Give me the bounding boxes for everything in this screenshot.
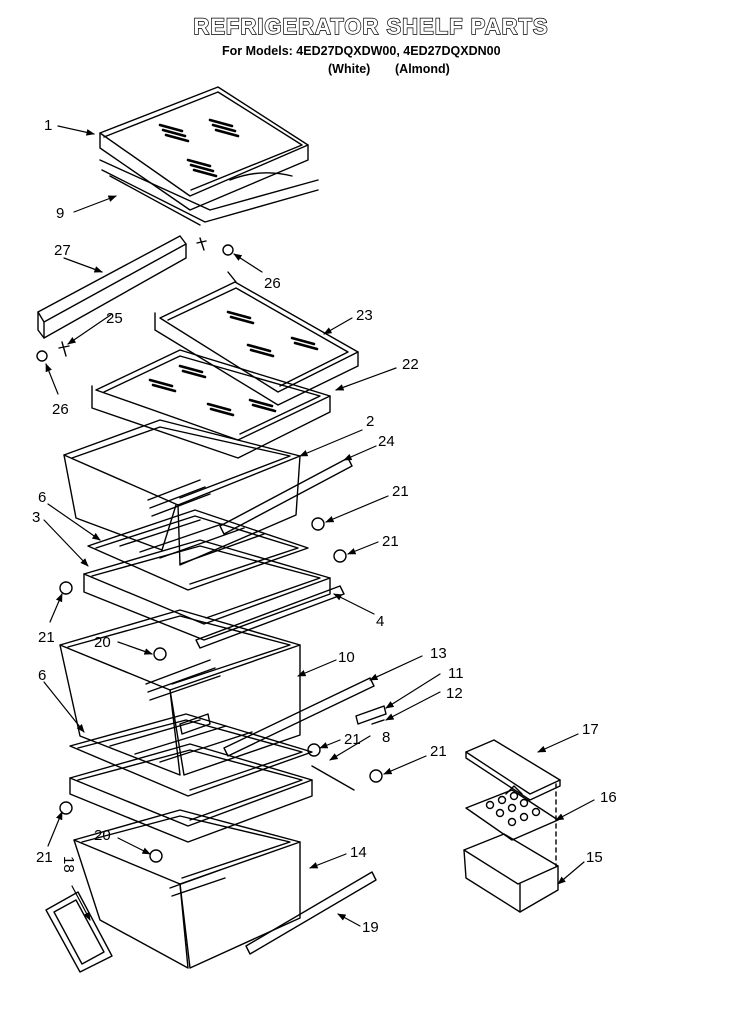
callout-8: 8 xyxy=(382,729,391,746)
callout-21-f: 21 xyxy=(36,849,53,866)
callout-2: 2 xyxy=(366,413,375,430)
leader-lines xyxy=(43,125,595,927)
callout-9: 9 xyxy=(56,205,65,222)
part-3-cover-frame xyxy=(83,539,331,641)
callout-6-lower: 6 xyxy=(38,667,47,684)
variant-white-label: (White) xyxy=(328,62,371,76)
part-6-lower-crisper-cover xyxy=(69,713,313,797)
callout-21-d: 21 xyxy=(344,731,361,748)
part-1-top-glass-shelf xyxy=(99,86,309,211)
part-4-cover-rail xyxy=(195,585,345,649)
part-14-bottom-drawer xyxy=(73,809,301,969)
part-22-glass-shelf xyxy=(91,349,331,459)
part-24-drawer-rail xyxy=(219,457,353,535)
callout-22: 22 xyxy=(402,356,419,373)
callout-25: 25 xyxy=(106,310,123,327)
part-8-lower-cover-frame xyxy=(69,743,355,843)
callout-23: 23 xyxy=(356,307,373,324)
part-17-egg-bin-cover xyxy=(465,739,561,801)
callout-17: 17 xyxy=(582,721,599,738)
callout-16: 16 xyxy=(600,789,617,806)
callout-14: 14 xyxy=(350,844,367,861)
callout-21-e: 21 xyxy=(430,743,447,760)
callout-20-upper: 20 xyxy=(94,634,111,651)
callout-26-lower: 26 xyxy=(52,401,69,418)
variant-almond-label: (Almond) xyxy=(395,62,450,76)
part-18-label-card xyxy=(45,891,113,973)
callout-18: 18 xyxy=(60,856,77,873)
models-line: For Models: 4ED27DQXDW00, 4ED27DQXDN00 xyxy=(222,44,501,58)
callout-21-c: 21 xyxy=(38,629,55,646)
callout-1: 1 xyxy=(44,117,53,134)
header: REFRIGERATOR SHELF PARTS For Models: 4ED… xyxy=(0,0,752,90)
callout-21-b: 21 xyxy=(382,533,399,550)
callout-21-a: 21 xyxy=(392,483,409,500)
part-2-crisper-drawer xyxy=(63,419,301,566)
callout-20-lower: 20 xyxy=(94,827,111,844)
callout-24: 24 xyxy=(378,433,395,450)
callout-19: 19 xyxy=(362,919,379,936)
callout-13: 13 xyxy=(430,645,447,662)
part-9-shelf-frame xyxy=(99,159,319,226)
callout-10: 10 xyxy=(338,649,355,666)
part-19-drawer-rail xyxy=(245,871,377,955)
callout-6-upper: 6 xyxy=(38,489,47,506)
part-6-crisper-cover xyxy=(87,509,309,591)
callout-27: 27 xyxy=(54,242,71,259)
callout-12: 12 xyxy=(446,685,463,702)
callout-4: 4 xyxy=(376,613,385,630)
part-25-26-screws xyxy=(36,237,234,362)
part-10-crisper-drawer xyxy=(59,609,301,776)
callout-15: 15 xyxy=(586,849,603,866)
page-title: REFRIGERATOR SHELF PARTS xyxy=(193,13,549,39)
callout-3: 3 xyxy=(32,509,41,526)
shelf-clips xyxy=(59,517,383,863)
part-27-rail xyxy=(37,235,187,339)
part-13-drawer-rail xyxy=(223,677,375,757)
callout-26-upper: 26 xyxy=(264,275,281,292)
callout-11: 11 xyxy=(448,665,464,682)
